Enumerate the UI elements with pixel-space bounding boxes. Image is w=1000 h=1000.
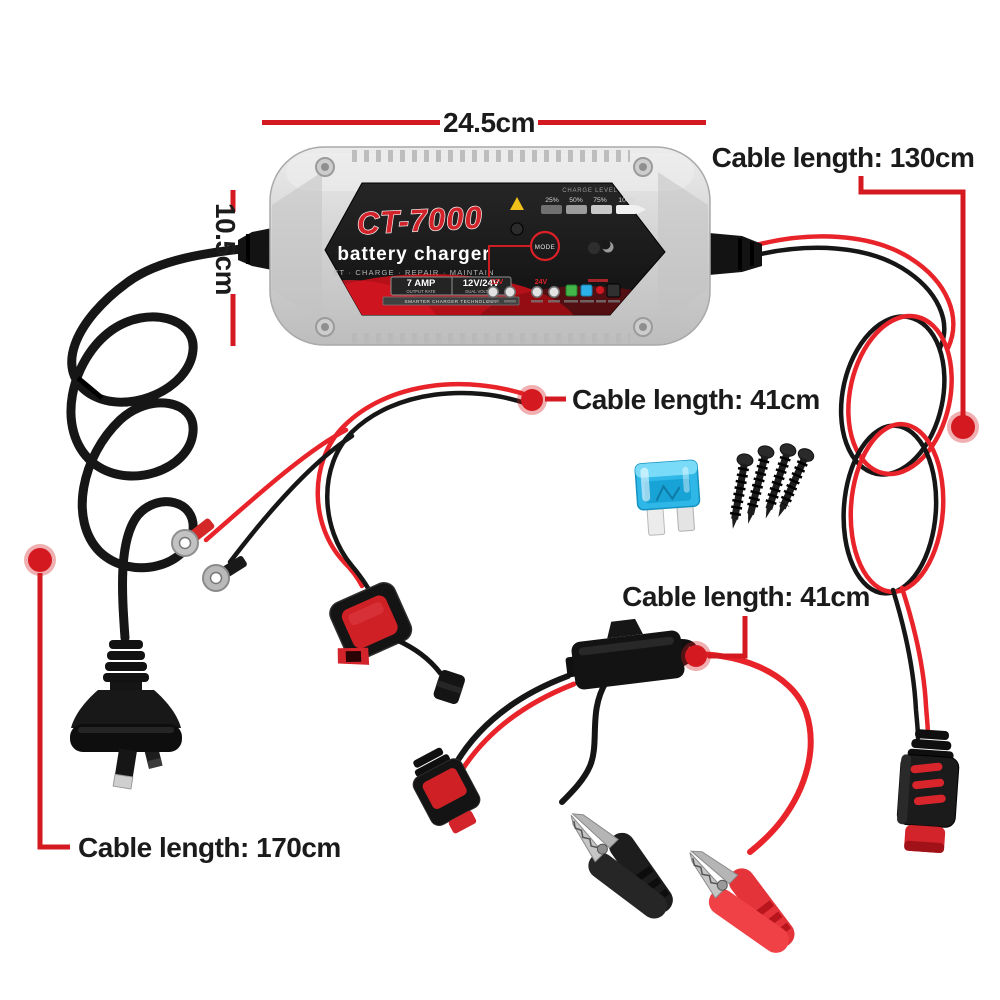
spec-amp: 7 AMP bbox=[407, 278, 436, 289]
quick-connect-socket bbox=[329, 582, 413, 665]
model-logo: CT-7000 bbox=[356, 200, 484, 242]
level-50: 50% bbox=[569, 197, 583, 204]
plug-pin-front bbox=[112, 748, 137, 790]
quick-connect-plug bbox=[412, 747, 481, 834]
blade-fuse bbox=[634, 459, 701, 536]
strain-relief-right bbox=[698, 232, 762, 276]
ring-terminal-harness bbox=[171, 381, 533, 705]
ring-cable-value: Cable length: 41cm bbox=[572, 384, 820, 415]
charger-unit: CT-7000 battery charger ST · CHARGE · RE… bbox=[238, 146, 762, 346]
spec-badge: 7 AMP OUTPUT RATE 12V/24V DUAL VOLTAGE S… bbox=[382, 276, 520, 306]
screw bbox=[746, 445, 775, 524]
dimension-height: 10.5cm bbox=[210, 190, 241, 346]
mode-icon-green bbox=[565, 284, 578, 297]
spec-banner: SMARTER CHARGER TECHNOLOGY bbox=[405, 299, 498, 304]
status-led bbox=[510, 222, 524, 236]
cable-tie bbox=[76, 376, 104, 400]
ring-terminal-black bbox=[202, 556, 247, 592]
clamp-cable-value: Cable length: 41cm bbox=[622, 581, 870, 612]
dimension-width: 24.5cm bbox=[262, 107, 706, 138]
label-ring-cable-length: Cable length: 41cm bbox=[517, 384, 820, 415]
dc-cable-value: Cable length: 130cm bbox=[712, 142, 975, 173]
connector-dust-cap bbox=[395, 637, 466, 705]
spec-amp-sub: OUTPUT RATE bbox=[406, 289, 435, 294]
mounting-screws bbox=[729, 443, 815, 529]
clamp-harness bbox=[412, 618, 814, 953]
warning-icon bbox=[510, 197, 524, 210]
label-24v: 24V bbox=[535, 279, 548, 286]
spec-volt-sub: DUAL VOLTAGE bbox=[465, 289, 497, 294]
corner-screws bbox=[315, 157, 653, 337]
label-dc-cable-length: Cable length: 130cm bbox=[712, 142, 979, 443]
mode-label: MODE bbox=[535, 244, 556, 251]
spec-volt: 12V/24V bbox=[463, 278, 500, 289]
mode-selector: MODE 12V 24V bbox=[487, 230, 621, 303]
annotations: 24.5cm 10.5cm Cable length: 130cm Cable … bbox=[24, 107, 979, 863]
dc-output-cable bbox=[749, 234, 960, 853]
indicator-led bbox=[588, 242, 600, 254]
width-value: 24.5cm bbox=[443, 107, 535, 138]
level-25: 25% bbox=[545, 197, 559, 204]
charge-level-label: CHARGE LEVEL bbox=[562, 188, 618, 194]
level-100: 100% bbox=[618, 197, 635, 204]
dc-output-connector bbox=[896, 729, 960, 853]
ac-cable-value: Cable length: 170cm bbox=[78, 832, 341, 863]
product-title: battery charger bbox=[337, 244, 490, 265]
alligator-clip-red bbox=[689, 850, 795, 953]
stage-list: ST · CHARGE · REPAIR · MAINTAIN bbox=[333, 268, 494, 277]
screw bbox=[778, 448, 815, 518]
alligator-clip-black bbox=[570, 813, 673, 919]
ring-terminal-red bbox=[171, 518, 215, 557]
level-75: 75% bbox=[593, 197, 607, 204]
fuse-holder bbox=[565, 618, 691, 690]
label-ac-cable-length: Cable length: 170cm bbox=[24, 544, 341, 863]
label-12v: 12V bbox=[491, 279, 504, 286]
height-value: 10.5cm bbox=[210, 203, 241, 295]
au-power-plug bbox=[70, 640, 182, 790]
moon-icon bbox=[600, 239, 614, 253]
mode-icon-dark bbox=[606, 283, 621, 298]
mode-icon-red bbox=[596, 286, 604, 294]
screw bbox=[729, 453, 754, 529]
label-clamp-cable-length: Cable length: 41cm bbox=[622, 581, 870, 671]
charge-level-display: CHARGE LEVEL 25% 50% 75% 100% bbox=[541, 188, 646, 214]
screw bbox=[764, 443, 797, 519]
mode-icon-blue bbox=[580, 284, 593, 297]
